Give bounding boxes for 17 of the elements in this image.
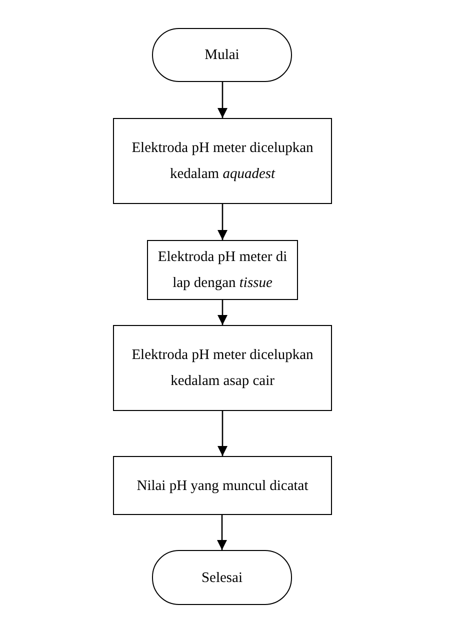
step-text: Elektroda pH meter dicelupkan kedalam asap cair: [130, 346, 314, 391]
arrow: [218, 204, 228, 240]
step-text: Elektroda pH meter dicelupkan kedalam aquadest: [130, 139, 314, 184]
process-box: [113, 118, 332, 204]
arrow: [218, 411, 228, 456]
arrow: [217, 515, 227, 550]
process-box: [113, 325, 332, 411]
step-text: Nilai pH yang muncul dicatat: [136, 476, 308, 496]
step-text: Mulai: [204, 46, 240, 65]
terminal-box: [152, 28, 292, 82]
step-text: Elektroda pH meter di lap dengan tissue: [156, 248, 288, 293]
step-text: Selesai: [201, 568, 243, 588]
process-box: [113, 456, 332, 515]
process-box: [147, 240, 298, 300]
terminal-box: [152, 550, 292, 605]
arrow: [218, 300, 228, 325]
arrow: [218, 82, 228, 118]
